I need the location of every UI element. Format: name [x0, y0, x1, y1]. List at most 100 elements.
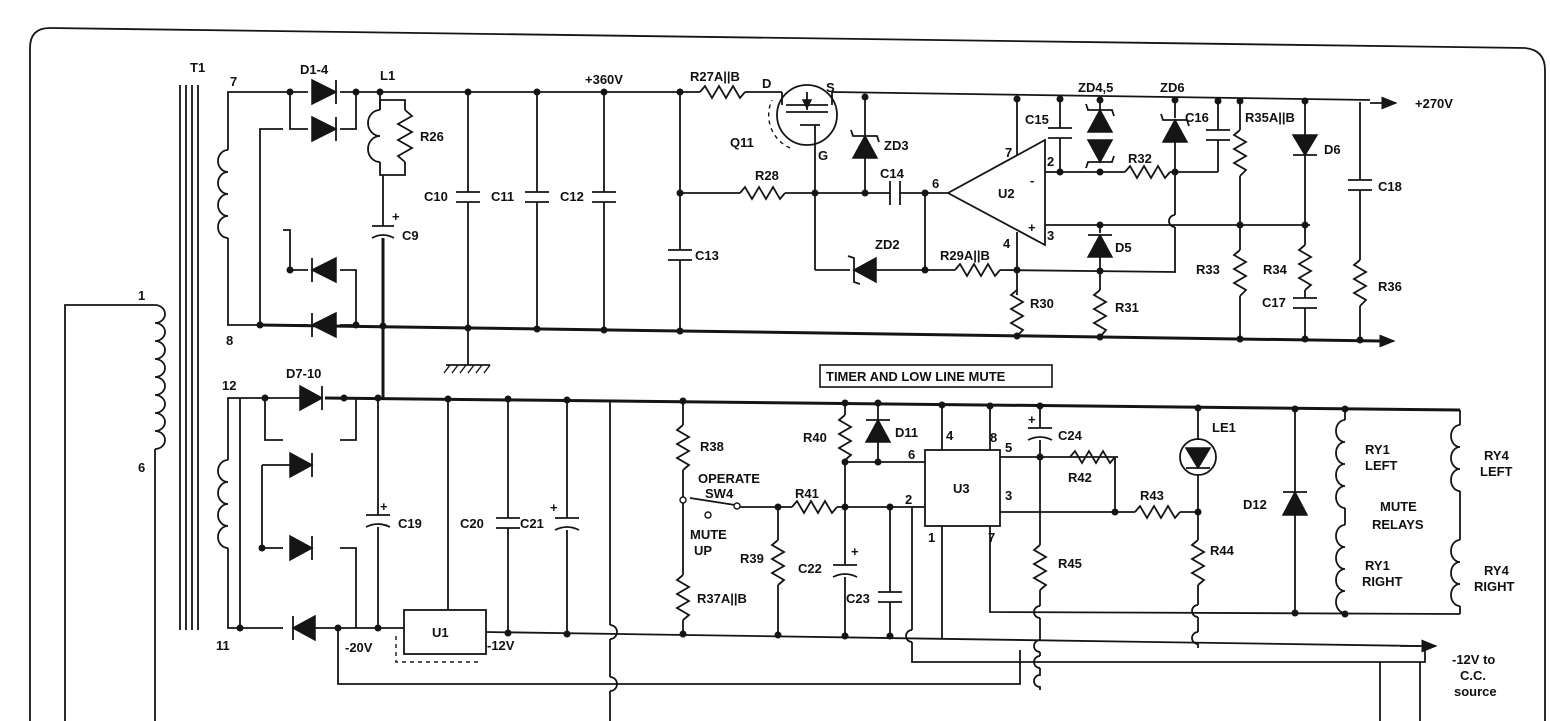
resistor-r40 [837, 414, 853, 461]
label-c16: C16 [1185, 110, 1209, 125]
resistor-r29 [954, 262, 1001, 278]
diode-d10-lower [291, 614, 316, 642]
label-s: S [826, 80, 835, 95]
transformer-t1 [154, 85, 229, 630]
label-ry1-left-b: LEFT [1365, 458, 1398, 473]
label-q11: Q11 [730, 135, 754, 150]
resistor-r34 [1297, 244, 1313, 291]
label-360v: +360V [585, 72, 623, 87]
diode-d8-lower [289, 451, 314, 479]
label-u1: U1 [432, 625, 449, 640]
resistor-r43 [1134, 504, 1181, 520]
label-u3-p4: 4 [946, 428, 954, 443]
label-u3: U3 [953, 481, 970, 496]
switch-sw4-operate-contact[interactable] [679, 496, 687, 504]
label-sw4: SW4 [705, 486, 734, 501]
label-c19-plus: + [380, 499, 388, 514]
resistor-r38 [675, 424, 691, 471]
label-l1: L1 [380, 68, 395, 83]
label-r39: R39 [740, 551, 764, 566]
label-zd6: ZD6 [1160, 80, 1185, 95]
label-u3-p8: 8 [990, 430, 997, 445]
label-r35: R35A||B [1245, 110, 1295, 125]
label-c15: C15 [1025, 112, 1049, 127]
primary-winding [154, 304, 166, 450]
label-u2-p2: 2 [1047, 154, 1054, 169]
label-zd2: ZD2 [875, 237, 900, 252]
relay-coil-ry4-left [1450, 424, 1461, 492]
label-r44: R44 [1210, 543, 1235, 558]
label-ry4-left-a: RY4 [1484, 448, 1510, 463]
label-out-3: source [1454, 684, 1497, 699]
resistor-r30 [1009, 289, 1025, 337]
label-operate: OPERATE [698, 471, 760, 486]
diode-d6 [1291, 134, 1319, 157]
label-c18: C18 [1378, 179, 1402, 194]
label-c11: C11 [491, 189, 514, 204]
secondary-winding-lower [217, 459, 229, 549]
resistor-r31 [1092, 289, 1108, 338]
label-ry4-right-a: RY4 [1484, 563, 1510, 578]
page-border [29, 27, 1546, 721]
diode-d2-upper [311, 115, 338, 143]
label-out-2: C.C. [1460, 668, 1486, 683]
label-ry1-left-a: RY1 [1365, 442, 1390, 457]
diode-d4-upper [310, 311, 337, 339]
resistor-r27 [699, 84, 746, 100]
label-d7-10: D7-10 [286, 366, 321, 381]
resistor-r35 [1232, 129, 1248, 177]
label-c24-plus: + [1028, 412, 1036, 427]
label-r28: R28 [755, 168, 779, 183]
label-mute: MUTE [690, 527, 727, 542]
switch-sw4-mute-contact[interactable] [704, 511, 712, 519]
resistor-r32 [1124, 164, 1171, 180]
label-c21-plus: + [550, 500, 558, 515]
label-u3-p7: 7 [988, 530, 995, 545]
label-out-1: -12V to [1452, 652, 1495, 667]
label-g: G [818, 148, 828, 163]
label-d12: D12 [1243, 497, 1267, 512]
lower-junctions [236, 394, 1349, 640]
label-d5: D5 [1115, 240, 1132, 255]
label-mute-relays-b: RELAYS [1372, 517, 1424, 532]
label-u3-p5: 5 [1005, 440, 1012, 455]
label-r34: R34 [1263, 262, 1288, 277]
resistor-r45 [1032, 544, 1048, 591]
upper-junctions [256, 88, 1364, 344]
label-zd45: ZD4,5 [1078, 80, 1113, 95]
diode-d1-upper [311, 78, 338, 106]
label-c24: C24 [1058, 428, 1083, 443]
diode-d9-lower [289, 534, 314, 562]
label-c10: C10 [424, 189, 448, 204]
label-c9: C9 [402, 228, 419, 243]
resistor-r42 [1069, 449, 1116, 465]
relay-coil-ry4-right [1450, 539, 1461, 607]
diode-d5 [1086, 233, 1114, 258]
label-c20: C20 [460, 516, 484, 531]
label-neg12v: -12V [487, 638, 515, 653]
label-c13: C13 [695, 248, 719, 263]
label-neg20v: -20V [345, 640, 373, 655]
label-mute-relays-a: MUTE [1380, 499, 1417, 514]
label-r26: R26 [420, 129, 444, 144]
label-pin-12: 12 [222, 378, 236, 393]
label-pin-1: 1 [138, 288, 145, 303]
resistor-r33 [1232, 249, 1248, 297]
label-u2: U2 [998, 186, 1015, 201]
resistor-r36 [1352, 259, 1368, 307]
label-c12: C12 [560, 189, 584, 204]
resistor-r37 [675, 574, 691, 621]
resistor-r28 [739, 185, 786, 201]
label-u3-p2: 2 [905, 492, 912, 507]
timer-u3 [924, 449, 1001, 527]
label-u2-minus: - [1030, 173, 1034, 188]
label-r40: R40 [803, 430, 827, 445]
label-pin-6: 6 [138, 460, 145, 475]
switch-sw4-lever[interactable] [689, 497, 736, 506]
label-r30: R30 [1030, 296, 1054, 311]
diode-d7-lower [299, 384, 324, 412]
resistor-r26 [396, 109, 414, 163]
label-c14: C14 [880, 166, 905, 181]
label-d: D [762, 76, 771, 91]
secondary-winding-upper [217, 149, 229, 239]
